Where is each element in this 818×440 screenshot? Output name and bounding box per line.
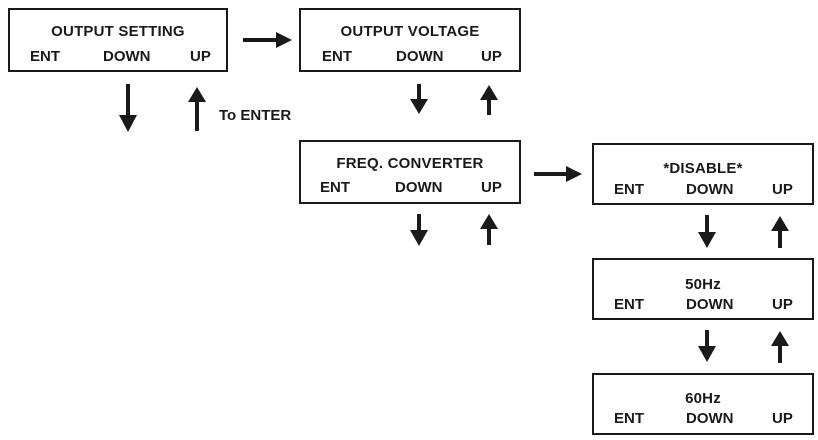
up-label: UP <box>481 48 502 65</box>
screen-output-voltage: OUTPUT VOLTAGE ENT DOWN UP <box>299 8 521 72</box>
arrow-right-icon <box>243 32 292 48</box>
screen-60hz: 60Hz ENT DOWN UP <box>592 373 814 435</box>
up-label: UP <box>190 48 211 65</box>
arrow-up-icon <box>480 214 498 245</box>
arrow-down-icon <box>119 84 137 132</box>
screen-50hz: 50Hz ENT DOWN UP <box>592 258 814 320</box>
screen-title: OUTPUT SETTING <box>51 23 185 40</box>
ent-label: ENT <box>322 48 352 65</box>
down-label: DOWN <box>103 48 151 65</box>
up-label: UP <box>772 181 793 198</box>
down-label: DOWN <box>686 410 734 427</box>
arrow-down-icon <box>698 330 716 362</box>
screen-title: 50Hz <box>685 276 721 293</box>
up-label: UP <box>481 179 502 196</box>
screen-title: *DISABLE* <box>663 160 743 177</box>
to-enter-label: To ENTER <box>219 107 292 124</box>
ent-label: ENT <box>614 296 644 313</box>
arrow-down-icon <box>698 215 716 248</box>
down-label: DOWN <box>395 179 443 196</box>
down-label: DOWN <box>686 296 734 313</box>
screen-title: 60Hz <box>685 390 721 407</box>
arrow-up-icon <box>771 331 789 363</box>
arrow-down-icon <box>410 214 428 246</box>
screen-freq-converter: FREQ. CONVERTER ENT DOWN UP <box>299 140 521 204</box>
up-label: UP <box>772 296 793 313</box>
ent-label: ENT <box>30 48 60 65</box>
screen-title: OUTPUT VOLTAGE <box>340 23 480 40</box>
up-label: UP <box>772 410 793 427</box>
arrow-up-icon <box>771 216 789 248</box>
screen-title: FREQ. CONVERTER <box>336 155 484 172</box>
screen-output-setting: OUTPUT SETTING ENT DOWN UP <box>8 8 228 72</box>
arrow-right-icon <box>534 166 582 182</box>
arrow-down-icon <box>410 84 428 114</box>
arrow-up-icon <box>480 85 498 115</box>
down-label: DOWN <box>686 181 734 198</box>
ent-label: ENT <box>320 179 350 196</box>
arrow-up-icon <box>188 87 206 131</box>
ent-label: ENT <box>614 181 644 198</box>
down-label: DOWN <box>396 48 444 65</box>
screen-disable: *DISABLE* ENT DOWN UP <box>592 143 814 205</box>
ent-label: ENT <box>614 410 644 427</box>
